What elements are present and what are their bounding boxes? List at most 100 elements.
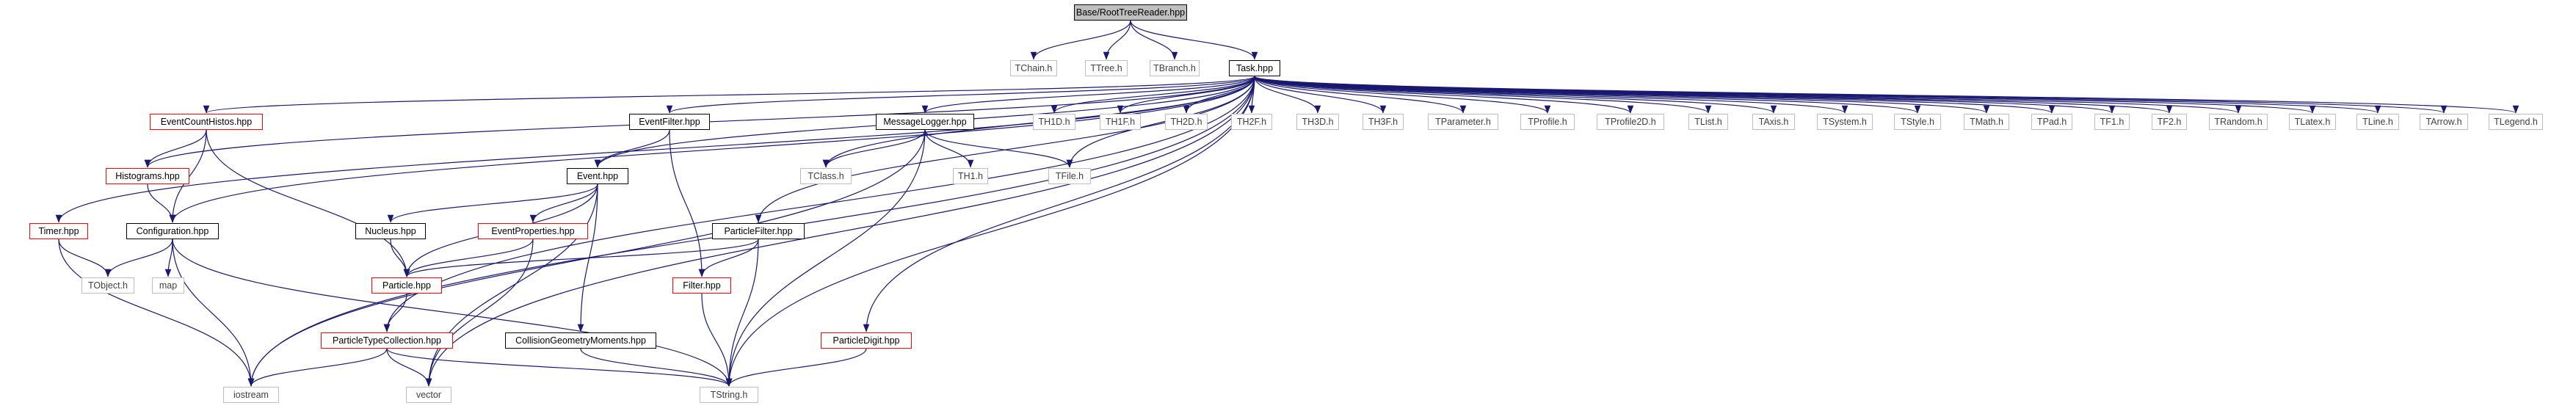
task-hpp-node[interactable]: Task.hpp [1229, 60, 1280, 76]
edge-particle-to-particletypecollection [383, 293, 407, 332]
dependency-edges [55, 20, 2519, 387]
edge-timer-to-tobject [58, 239, 112, 277]
th1f-h-node: TH1F.h [1100, 114, 1141, 130]
eventproperties-hpp-node[interactable]: EventProperties.hpp [478, 223, 588, 239]
edge-messagelogger-to-tclass [822, 129, 926, 168]
tsystem-h-node: TSystem.h [1817, 114, 1873, 130]
edge-eventproperties-to-particle [403, 239, 534, 277]
edge-messagelogger-to-iostream [247, 129, 926, 387]
tbranch-h-node: TBranch.h [1150, 60, 1200, 76]
tlegend-h-node: TLegend.h [2489, 114, 2543, 130]
edge-event-to-vector [425, 183, 598, 387]
edge-task-to-th1d [1051, 76, 1255, 114]
edge-task-to-configuration [169, 76, 1255, 223]
edge-task-to-th3d [1254, 76, 1321, 114]
edge-task-to-tprofile [1254, 76, 1551, 114]
edge-histograms-to-configuration [147, 183, 176, 223]
particlefilter-hpp-node[interactable]: ParticleFilter.hpp [712, 223, 805, 239]
tparameter-h-node: TParameter.h [1428, 114, 1498, 130]
particledigit-hpp-node[interactable]: ParticleDigit.hpp [821, 332, 912, 349]
edge-particlefilter-to-tstring [725, 239, 759, 387]
eventcounthistos-hpp-node[interactable]: EventCountHistos.hpp [150, 114, 263, 130]
edge-task-to-taxis [1254, 76, 1777, 114]
tf1-h-node: TF1.h [2094, 114, 2130, 130]
edge-eventcounthistos-to-configuration [169, 129, 207, 223]
event-hpp-node[interactable]: Event.hpp [567, 168, 628, 184]
edge-eventcounthistos-to-histograms [144, 129, 207, 168]
tclass-h-node: TClass.h [800, 168, 852, 184]
eventfilter-hpp-node[interactable]: EventFilter.hpp [629, 114, 710, 130]
edge-messagelogger-to-tfile [924, 129, 1073, 168]
edge-eventfilter-to-event [594, 129, 670, 168]
filter-hpp-node[interactable]: Filter.hpp [672, 277, 731, 294]
tprofile2d-h-node: TProfile2D.h [1597, 114, 1664, 130]
tobject-h-node: TObject.h [81, 277, 134, 294]
edge-task-to-tprofile2d [1254, 76, 1634, 114]
edge-eventproperties-to-vector [425, 239, 534, 387]
edge-particletypecollection-to-tstring [386, 348, 733, 387]
edge-root-to-ttree [1103, 20, 1131, 60]
edge-root-to-tbranch [1130, 20, 1178, 60]
edge-task-to-particlefilter [755, 76, 1255, 223]
edge-task-to-vector [425, 76, 1255, 387]
ttree-h-node: TTree.h [1085, 60, 1128, 76]
edge-messagelogger-to-tstring [725, 129, 926, 387]
edge-task-to-tlist [1254, 76, 1712, 114]
th2f-h-node: TH2F.h [1231, 114, 1272, 130]
edge-event-to-nucleus [387, 183, 598, 223]
tstyle-h-node: TStyle.h [1894, 114, 1941, 130]
edge-configuration-to-tstring [172, 239, 733, 387]
particle-hpp-node[interactable]: Particle.hpp [371, 277, 442, 294]
messagelogger-hpp-node[interactable]: MessageLogger.hpp [876, 114, 974, 130]
tpad-h-node: TPad.h [2031, 114, 2072, 130]
edge-timer-to-iostream [58, 239, 255, 387]
edge-task-to-tstring [725, 76, 1255, 387]
tprofile-h-node: TProfile.h [1520, 114, 1575, 130]
tlatex-h-node: TLatex.h [2289, 114, 2336, 130]
edge-task-to-th3f [1254, 76, 1387, 114]
edge-root-to-task [1130, 20, 1258, 60]
edge-task-to-th2d [1183, 76, 1255, 114]
edge-task-to-tfile [1066, 76, 1255, 168]
edge-task-to-messagelogger [921, 76, 1255, 114]
timer-hpp-node[interactable]: Timer.hpp [29, 223, 88, 239]
edge-task-to-th2f [1248, 76, 1255, 114]
collisiongeometrymoments-hpp-node[interactable]: CollisionGeometryMoments.hpp [505, 332, 656, 349]
tline-h-node: TLine.h [2357, 114, 2399, 130]
edge-task-to-eventcounthistos [203, 76, 1255, 114]
edge-particlefilter-to-filter [698, 239, 759, 277]
edge-task-to-eventfilter [667, 76, 1255, 114]
edge-eventfilter-to-filter [669, 129, 705, 277]
particletypecollection-hpp-node[interactable]: ParticleTypeCollection.hpp [321, 332, 453, 349]
edge-configuration-to-iostream [172, 239, 255, 387]
histograms-hpp-node[interactable]: Histograms.hpp [106, 168, 189, 184]
nucleus-hpp-node[interactable]: Nucleus.hpp [355, 223, 426, 239]
edge-particledigit-to-tstring [725, 348, 867, 387]
vector-node: vector [406, 387, 451, 403]
tfile-h-node: TFile.h [1048, 168, 1091, 184]
edge-root-to-tchain [1030, 20, 1131, 60]
iostream-node: iostream [223, 387, 279, 403]
trandom-h-node: TRandom.h [2209, 114, 2268, 130]
tlist-h-node: TList.h [1688, 114, 1728, 130]
tarrow-h-node: TArrow.h [2420, 114, 2468, 130]
edge-eventcounthistos-to-particle [206, 129, 410, 277]
root-file-node[interactable]: Base/RootTreeReader.hpp [1074, 4, 1187, 21]
edge-task-to-th1f [1117, 76, 1255, 114]
taxis-h-node: TAxis.h [1752, 114, 1795, 130]
edge-messagelogger-to-th1 [924, 129, 974, 168]
configuration-hpp-node[interactable]: Configuration.hpp [126, 223, 219, 239]
th1-h-node: TH1.h [953, 168, 988, 184]
edge-particlefilter-to-particle [403, 239, 759, 277]
tchain-h-node: TChain.h [1010, 60, 1057, 76]
tmath-h-node: TMath.h [1964, 114, 2009, 130]
th1d-h-node: TH1D.h [1033, 114, 1075, 130]
map-node: map [152, 277, 184, 294]
edge-particletypecollection-to-vector [386, 348, 432, 387]
edge-task-to-tlegend [1254, 76, 2519, 114]
tf2-h-node: TF2.h [2152, 114, 2187, 130]
edge-collisiongeometry-to-tstring [580, 348, 733, 387]
th3d-h-node: TH3D.h [1296, 114, 1339, 130]
